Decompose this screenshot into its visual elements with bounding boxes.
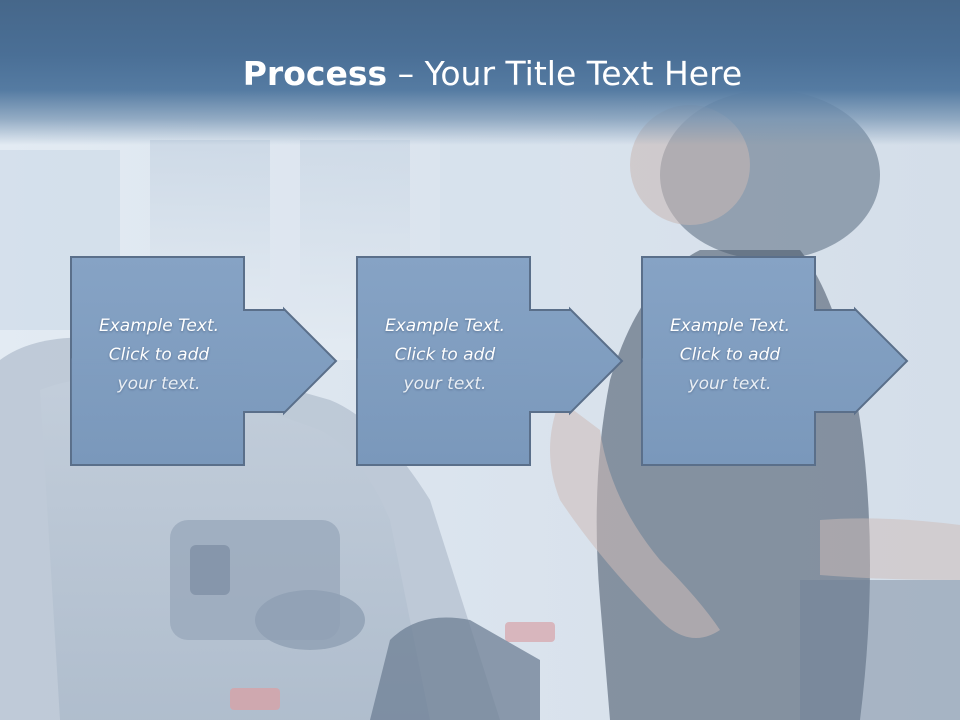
process-step-1[interactable]: Example Text. Click to add your text.	[70, 256, 340, 468]
step-3-text[interactable]: Example Text. Click to add your text.	[645, 312, 815, 399]
title-bold: Process	[242, 54, 388, 93]
step-3-line-2: Click to add	[679, 345, 781, 365]
slide-title: Process – Your Title Text Here	[0, 52, 960, 96]
step-1-reflection	[70, 358, 243, 468]
header-band	[0, 0, 960, 145]
step-3-reflection	[641, 358, 814, 468]
step-1-line-1: Example Text.	[98, 316, 220, 336]
step-3-line-3: your text.	[645, 370, 815, 399]
step-1-line-2: Click to add	[108, 345, 210, 365]
step-2-line-2: Click to add	[394, 345, 496, 365]
step-2-text[interactable]: Example Text. Click to add your text.	[360, 312, 530, 399]
box-arrow-icon	[70, 256, 338, 466]
step-2-line-1: Example Text.	[384, 316, 506, 336]
process-step-3[interactable]: Example Text. Click to add your text.	[641, 256, 911, 468]
box-arrow-icon	[641, 256, 909, 466]
step-3-line-1: Example Text.	[669, 316, 791, 336]
step-2-reflection	[356, 358, 529, 468]
step-1-text[interactable]: Example Text. Click to add your text.	[74, 312, 244, 399]
step-1-line-3: your text.	[74, 370, 244, 399]
title-rest: – Your Title Text Here	[387, 54, 743, 93]
box-arrow-icon	[356, 256, 624, 466]
process-step-2[interactable]: Example Text. Click to add your text.	[356, 256, 626, 468]
step-2-line-3: your text.	[360, 370, 530, 399]
